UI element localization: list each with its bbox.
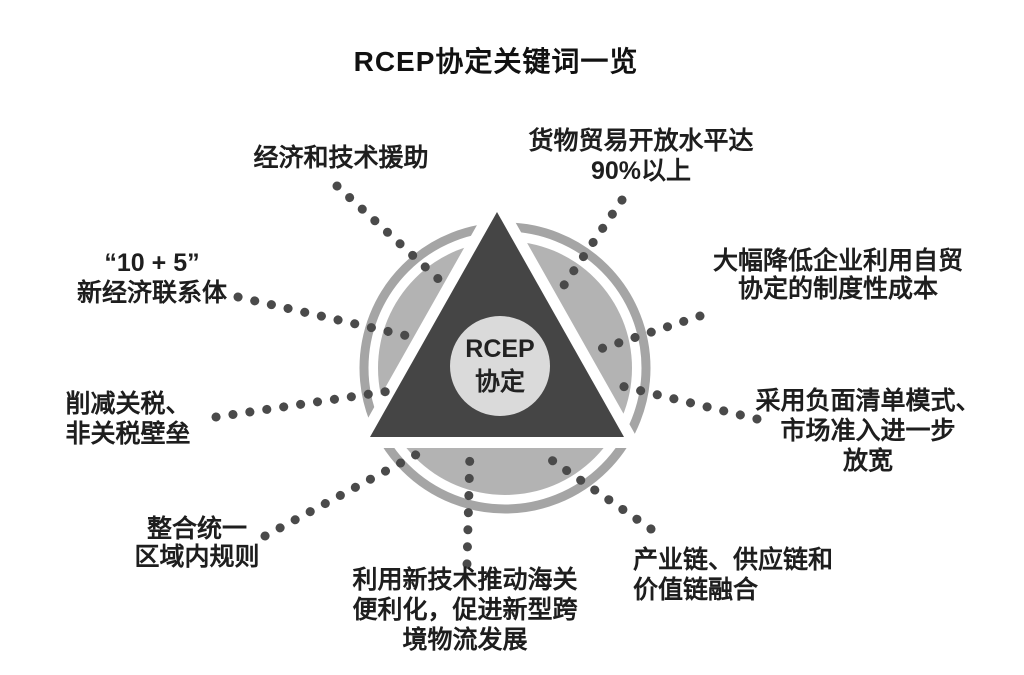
keyword-customs-logistics: 利用新技术推动海关 便利化，促进新型跨 境物流发展 xyxy=(352,565,577,655)
keyword-line: 经济和技术援助 xyxy=(253,144,429,172)
dotted-line-unified-rules xyxy=(260,447,426,541)
keyword-line: 新经济联系体 xyxy=(76,279,228,307)
center-label: RCEP 协定 xyxy=(465,333,534,399)
keyword-line: 削减关税、 xyxy=(65,390,191,418)
keyword-ten-plus-five: “10 + 5” 新经济联系体 xyxy=(77,248,227,308)
keyword-econ-tech-aid: 经济和技术援助 xyxy=(253,143,428,173)
keyword-line: 区域内规则 xyxy=(134,543,260,571)
center-label-line2: 协定 xyxy=(474,368,525,396)
center-label-line1: RCEP xyxy=(465,335,535,363)
keyword-line: 便利化，促进新型跨 xyxy=(352,596,578,624)
keyword-unified-rules: 整合统一 区域内规则 xyxy=(134,515,259,571)
keyword-line: 非关税壁垒 xyxy=(65,420,191,448)
keyword-line: 价值链融合 xyxy=(633,576,759,604)
keyword-tariff-reduction: 削减关税、 非关税壁垒 xyxy=(65,389,190,449)
keyword-negative-list: 采用负面清单模式、 市场准入进一步 放宽 xyxy=(755,386,980,476)
center-circle xyxy=(450,316,550,416)
dotted-line-econ-tech-aid xyxy=(332,181,451,291)
keyword-line: 90%以上 xyxy=(590,157,692,185)
dotted-line-goods-trade-openness xyxy=(555,195,627,296)
keyword-value-chain-integration: 产业链、供应链和 价值链融合 xyxy=(633,545,833,605)
keyword-goods-trade-openness: 货物贸易开放水平达 90%以上 xyxy=(528,126,753,186)
keyword-line: 利用新技术推动海关 xyxy=(352,566,578,594)
keyword-line: 采用负面清单模式、 xyxy=(755,387,981,415)
dotted-line-institutional-cost xyxy=(589,311,705,356)
dotted-line-negative-list xyxy=(604,378,762,424)
keyword-line: 市场准入进一步 xyxy=(780,417,956,445)
diagram-title: RCEP协定关键词一览 xyxy=(353,46,639,77)
keyword-institutional-cost: 大幅降低企业利用自贸 协定的制度性成本 xyxy=(713,247,963,303)
keyword-line: 协定的制度性成本 xyxy=(737,275,939,303)
dotted-line-ten-plus-five xyxy=(233,292,413,341)
keyword-line: 整合统一 xyxy=(146,515,248,543)
dotted-connectors xyxy=(211,181,762,569)
keyword-line: 货物贸易开放水平达 xyxy=(528,127,754,155)
keyword-line: 放宽 xyxy=(842,447,894,475)
dotted-line-tariff-reduction xyxy=(211,386,395,422)
dotted-line-value-chain-integration xyxy=(535,447,656,534)
keyword-line: “10 + 5” xyxy=(104,249,200,277)
keyword-line: 大幅降低企业利用自贸 xyxy=(712,247,964,275)
keyword-line: 产业链、供应链和 xyxy=(633,546,834,574)
dotted-line-customs-logistics xyxy=(462,446,475,569)
keyword-line: 境物流发展 xyxy=(402,626,528,654)
